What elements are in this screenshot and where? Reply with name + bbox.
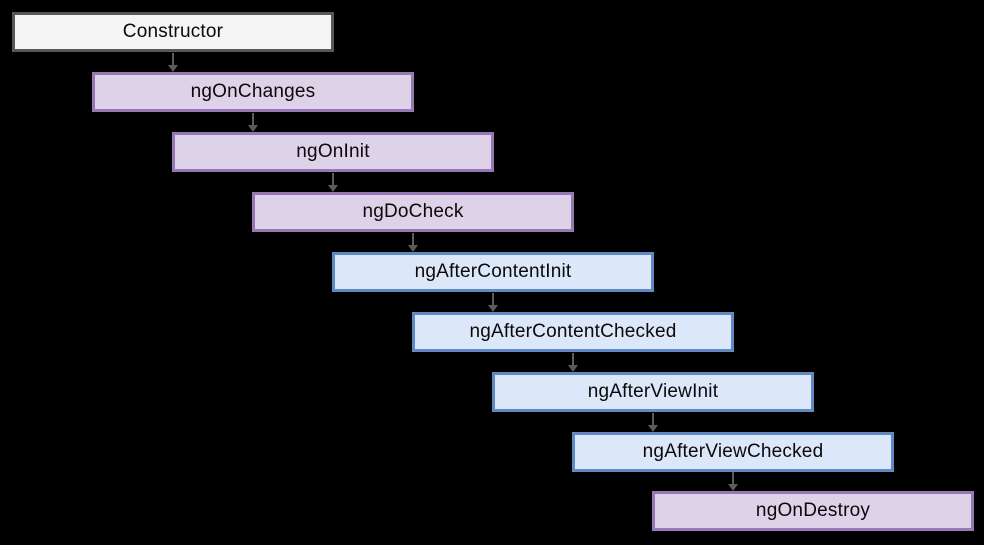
flow-arrow-down-icon	[648, 413, 658, 432]
flow-arrow-down-icon	[408, 233, 418, 252]
flow-arrow-down-icon	[248, 113, 258, 132]
stage-box-ngafterviewchecked: ngAfterViewChecked	[572, 432, 894, 472]
stage-label: ngAfterContentInit	[414, 261, 572, 282]
stage-box-ngaftercontentchecked: ngAfterContentChecked	[412, 312, 734, 352]
flow-arrow-down-icon	[328, 173, 338, 192]
flow-arrow-down-icon	[568, 353, 578, 372]
stage-label: ngAfterViewChecked	[642, 441, 824, 462]
stage-box-ngaftercontentinit: ngAfterContentInit	[332, 252, 654, 292]
stage-label: Constructor	[122, 21, 224, 42]
stage-label: ngDoCheck	[362, 201, 464, 222]
flow-arrow-down-icon	[728, 472, 738, 491]
stage-box-ngdocheck: ngDoCheck	[252, 192, 574, 232]
stage-box-ngafterviewinit: ngAfterViewInit	[492, 372, 814, 412]
stage-box-ngoninit: ngOnInit	[172, 132, 494, 172]
stage-box-ngonchanges: ngOnChanges	[92, 72, 414, 112]
stage-label: ngAfterContentChecked	[469, 321, 677, 342]
flow-arrow-down-icon	[168, 53, 178, 72]
stage-box-constructor: Constructor	[12, 12, 334, 52]
stage-label: ngAfterViewInit	[587, 381, 719, 402]
stage-box-ngondestroy: ngOnDestroy	[652, 491, 974, 531]
stage-label: ngOnInit	[296, 141, 370, 162]
stage-label: ngOnDestroy	[755, 500, 871, 521]
flow-arrow-down-icon	[488, 293, 498, 312]
stage-label: ngOnChanges	[190, 81, 316, 102]
